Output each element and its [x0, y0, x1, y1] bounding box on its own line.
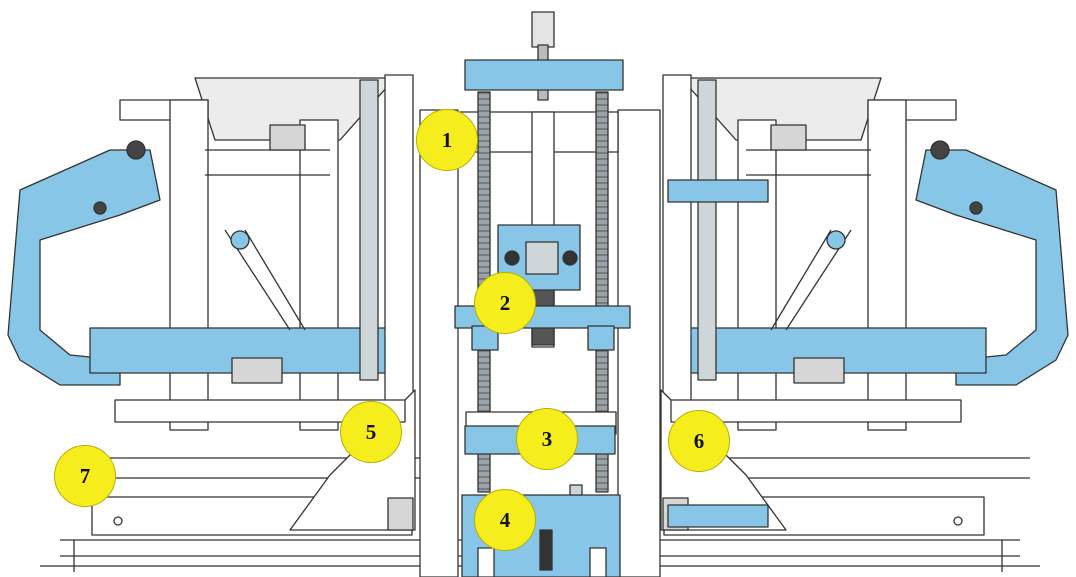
callout-2: 2 — [474, 272, 536, 334]
right-lower-cylinder — [667, 504, 769, 528]
callout-4: 4 — [474, 489, 536, 551]
central-column — [419, 11, 661, 577]
callout-7: 7 — [54, 445, 116, 507]
callout-6: 6 — [668, 410, 730, 472]
right-clamp-station — [660, 74, 1069, 531]
callout-3: 3 — [516, 408, 578, 470]
callout-5: 5 — [340, 401, 402, 463]
right-upper-cylinder — [667, 179, 769, 203]
callout-1: 1 — [416, 109, 478, 171]
